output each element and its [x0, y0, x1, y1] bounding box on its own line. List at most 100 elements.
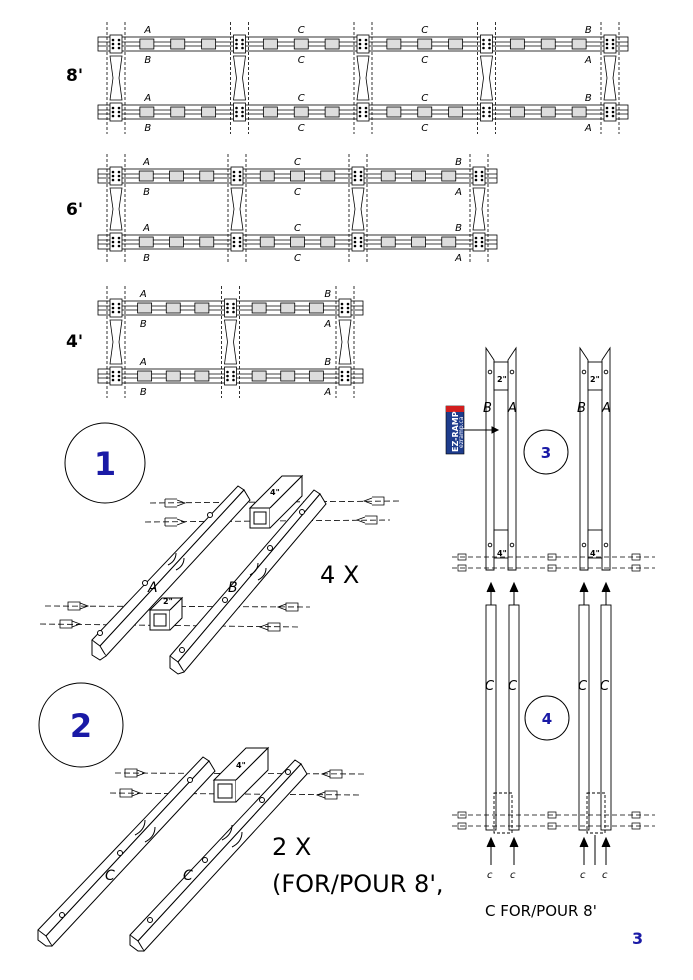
angle-part-c-left	[37, 756, 216, 947]
part-c-label: C	[578, 679, 588, 694]
bolt-row	[109, 768, 366, 800]
step-4-caption: C FOR/POUR 8'	[485, 902, 597, 920]
step-2-note: (FOR/POUR 8',	[272, 870, 444, 898]
rail-part-label: B	[144, 55, 151, 66]
pointer-arrow	[464, 426, 500, 434]
dim-2in-label: 2"	[590, 375, 600, 384]
square-tube-2in	[148, 596, 184, 631]
post	[600, 22, 620, 134]
post	[230, 22, 249, 134]
rail-part-label: C	[421, 93, 428, 104]
rail-part-label: B	[143, 187, 150, 198]
rail-part-label: C	[294, 223, 301, 234]
square-tube-4in	[248, 474, 304, 529]
part-b-label: B	[483, 401, 492, 416]
frame-layouts: 8'ABCCCCBAABCCCCBA6'ABCCBAABCCBA4'ABBAAB…	[66, 22, 629, 398]
rail-part-label: A	[323, 387, 331, 398]
rail-part-label: A	[142, 223, 150, 234]
step-3: 2" 4" B A 2" 4" B A 3 EZ-RAMP	[445, 346, 655, 572]
part-c-small-label: c	[602, 870, 608, 881]
step-4-number: 4	[542, 710, 552, 728]
part-c-small-label: c	[487, 870, 493, 881]
dim-4in-label: 4"	[236, 761, 246, 770]
page-number: 3	[632, 929, 643, 948]
step-1-circle	[64, 422, 146, 504]
rail-part-label: A	[323, 319, 331, 330]
rail-part-label: C	[421, 55, 428, 66]
post	[477, 22, 496, 134]
step-2-circle	[38, 682, 124, 768]
rail-part-label: B	[144, 123, 151, 134]
rail-part-label: B	[324, 289, 331, 300]
post	[353, 22, 373, 134]
logo-brand: EZ-RAMP	[451, 411, 460, 452]
rail-part-label: A	[584, 55, 592, 66]
rail	[97, 234, 498, 250]
step-4-circle	[524, 695, 570, 741]
ez-ramp-logo: EZ-RAMP ezramp.ca	[445, 405, 465, 455]
angle-part-c-right	[129, 759, 308, 952]
logo-url: ezramp.ca	[458, 416, 465, 448]
post	[106, 22, 126, 134]
part-b-label: B	[577, 401, 586, 416]
step-4: C C C C c c c c 4 C FOR/POUR 8'	[452, 581, 655, 920]
step-3-circle	[523, 429, 569, 475]
layout-size-label: 4'	[66, 332, 83, 352]
square-tube-4in	[212, 746, 270, 803]
part-c-small-label: c	[510, 870, 516, 881]
part-c-small-label: c	[580, 870, 586, 881]
rail-part-label: C	[298, 93, 305, 104]
rail	[97, 168, 498, 184]
rail-part-label: B	[455, 157, 462, 168]
part-b-label: B	[228, 580, 238, 596]
post	[469, 154, 489, 264]
post	[106, 154, 126, 264]
rail-part-label: B	[585, 93, 592, 104]
layout-size-label: 6'	[66, 200, 83, 220]
dim-4in-label: 4"	[497, 549, 507, 558]
step-2-number: 2	[70, 707, 92, 745]
post	[221, 286, 240, 398]
part-c-label: C	[508, 679, 518, 694]
layout-size-label: 8'	[66, 66, 83, 86]
step-3-number: 3	[541, 444, 551, 462]
part-c-label: C	[600, 679, 610, 694]
rail-part-label: C	[294, 187, 301, 198]
part-c-label: C	[485, 679, 495, 694]
post	[227, 154, 247, 264]
rail-part-label: C	[294, 253, 301, 264]
dim-4in-label: 4"	[590, 549, 600, 558]
rail-part-label: B	[455, 223, 462, 234]
rail-part-label: C	[298, 123, 305, 134]
part-a-label: A	[507, 401, 517, 416]
step-2: 2 C C	[37, 682, 444, 952]
part-a-label: A	[147, 580, 158, 596]
rail-part-label: C	[298, 55, 305, 66]
rail-part-label: A	[143, 93, 151, 104]
rail-part-label: A	[139, 289, 147, 300]
rail-part-label: C	[421, 123, 428, 134]
part-c-label: C	[183, 868, 193, 884]
post-assembly-right	[579, 346, 611, 571]
c-rails	[485, 604, 612, 834]
step-2-quantity: 2 X	[272, 833, 311, 861]
dim-2in-label: 2"	[163, 597, 173, 606]
rail-part-label: A	[454, 187, 462, 198]
step-1-quantity: 4 X	[320, 561, 359, 589]
post-assembly-left	[485, 346, 517, 571]
bolt-row	[452, 553, 655, 572]
rail-part-label: B	[140, 319, 147, 330]
step-1-number: 1	[94, 445, 116, 483]
rail-part-label: C	[298, 25, 305, 36]
rail-part-label: A	[139, 357, 147, 368]
dim-4in-label: 4"	[270, 488, 280, 497]
part-c-label: C	[105, 868, 115, 884]
angle-part-b	[169, 489, 327, 675]
rail-part-label: B	[143, 253, 150, 264]
rail-part-label: A	[454, 253, 462, 264]
post	[348, 154, 368, 264]
